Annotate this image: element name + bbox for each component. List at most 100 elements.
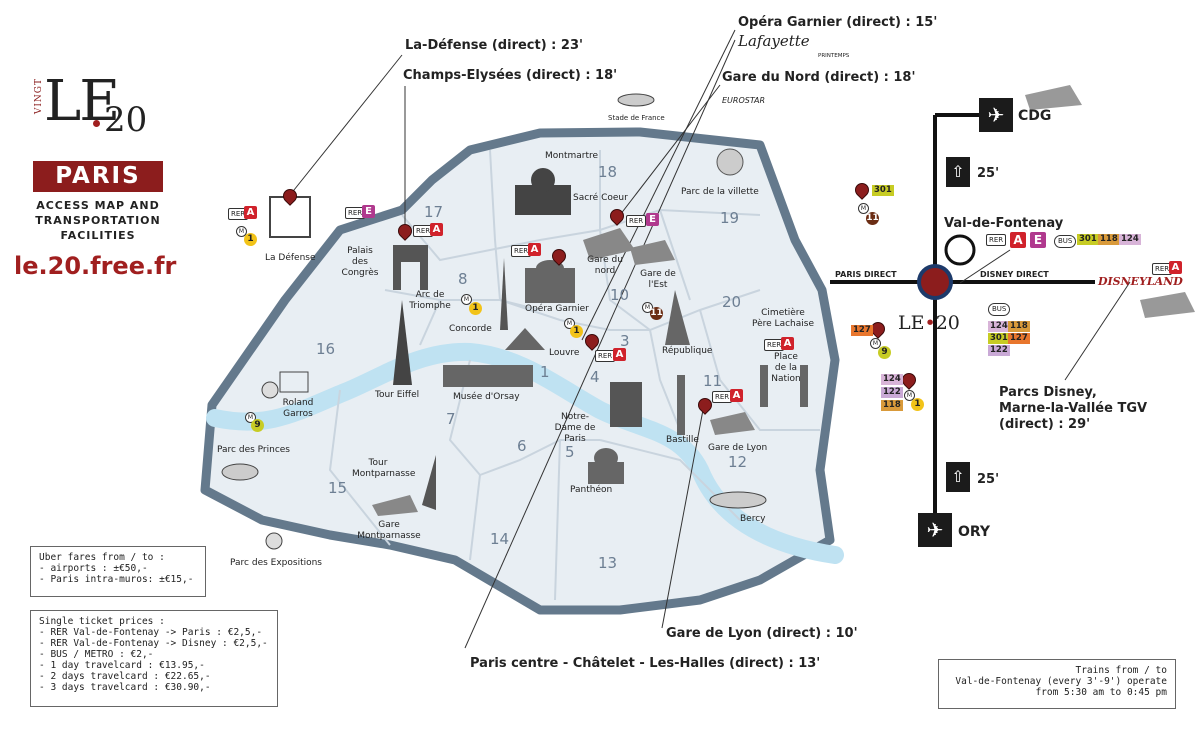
- time-bottom: 25': [977, 472, 1000, 487]
- arrondissement-12: 12: [728, 453, 748, 471]
- bus-124-vdf: 124: [988, 321, 1010, 332]
- rer-label-nord: RER: [626, 215, 647, 227]
- metro-icon-north: M: [858, 203, 869, 214]
- bus-127-vdf: 127: [1008, 333, 1030, 344]
- le20-marker-le: LE: [898, 312, 925, 334]
- rer-a-vdf: A: [1010, 232, 1026, 248]
- metro-9-roland: 9: [251, 419, 264, 432]
- ticket-line: - 2 days travelcard : €22.65,-: [39, 671, 211, 682]
- label-ory: ORY: [958, 524, 991, 540]
- label-val-de-fontenay: Val-de-Fontenay: [944, 216, 1064, 231]
- callout-champs-elysees: Champs-Elysées (direct) : 18': [403, 68, 618, 83]
- bus-icon-vdf: BUS: [988, 303, 1011, 316]
- bus-118-south: 118: [881, 400, 903, 411]
- arrondissement-19: 19: [720, 209, 740, 227]
- label-tour-eiffel: Tour Eiffel: [375, 390, 420, 400]
- bus-118-vdf: 118: [1008, 321, 1030, 332]
- label-roland-garros: Roland Garros: [282, 398, 314, 419]
- arrondissement-4: 4: [590, 368, 600, 386]
- metro-icon-roland: M: [245, 412, 256, 423]
- brand-vertical-text: VINGT: [34, 78, 44, 115]
- motorway-icon-top: ⇧: [946, 157, 970, 187]
- metro-9-west: 9: [878, 346, 891, 359]
- bus-122-vdf: 122: [988, 345, 1010, 356]
- rer-e-palais: E: [362, 205, 375, 218]
- website-link[interactable]: le.20.free.fr: [14, 252, 177, 280]
- label-bercy: Bercy: [740, 514, 766, 524]
- arrondissement-13: 13: [598, 554, 618, 572]
- uber-title: Uber fares from / to :: [39, 552, 165, 563]
- arrondissement-14: 14: [490, 530, 510, 548]
- label-sacre-coeur: Sacré Coeur: [573, 193, 628, 203]
- label-louvre: Louvre: [549, 348, 580, 358]
- label-bastille: Bastille: [666, 435, 699, 445]
- trains-line-2: Val-de-Fontenay (every 3'-9') operate: [955, 676, 1167, 687]
- label-parc-villette: Parc de la villette: [681, 187, 759, 197]
- airplane-icon-cdg: ✈: [979, 98, 1013, 132]
- eurostar-logo: EUROSTAR: [722, 96, 766, 105]
- bus-301-north: 301: [872, 185, 894, 196]
- airplane-icon-ory: ✈: [918, 513, 952, 547]
- metro-icon-louvre: M: [564, 318, 575, 329]
- label-montmartre: Montmartre: [545, 151, 599, 161]
- disneyland-logo: DISNEYLAND: [1098, 275, 1183, 288]
- label-disney-direct: DISNEY DIRECT: [980, 270, 1049, 279]
- label-gare-lyon: Gare de Lyon: [708, 443, 768, 453]
- callout-gare-de-lyon: Gare de Lyon (direct) : 10': [666, 626, 858, 641]
- metro-1-concorde: 1: [469, 302, 482, 315]
- arrondissement-15: 15: [328, 479, 348, 497]
- label-concorde: Concorde: [449, 324, 492, 334]
- metro-icon-south: M: [904, 390, 915, 401]
- label-musee-orsay: Musée d'Orsay: [453, 392, 520, 402]
- callout-disney-line2: Marne-la-Vallée TGV: [999, 401, 1148, 416]
- metro-1-south: 1: [911, 398, 924, 411]
- label-pantheon: Panthéon: [570, 485, 613, 495]
- subtitle-line-1: ACCESS MAP AND: [36, 199, 160, 212]
- metro-icon-la-defense: M: [236, 226, 247, 237]
- label-palais-congres: Palais des Congrès: [341, 246, 379, 278]
- rer-a-nation: A: [781, 337, 794, 350]
- brand-number: 20: [104, 100, 148, 140]
- metro-11-north: 11: [866, 212, 879, 225]
- arrondissement-18: 18: [598, 163, 618, 181]
- callout-gare-du-nord: Gare du Nord (direct) : 18': [722, 70, 916, 85]
- label-paris-direct: PARIS DIRECT: [835, 270, 897, 279]
- rer-a-la-defense: A: [244, 206, 257, 219]
- arrondissement-3: 3: [620, 332, 630, 350]
- le20-marker-num: 20: [935, 312, 960, 334]
- subtitle-line-2: TRANSPORTATION: [35, 214, 161, 227]
- ticket-line: - RER Val-de-Fontenay -> Disney : €2,5,-: [39, 638, 268, 649]
- arrondissement-8: 8: [458, 270, 468, 288]
- landmark-drawings: [221, 85, 1195, 550]
- callout-disney-line3: (direct) : 29': [999, 417, 1091, 432]
- label-gare-est: Gare de l'Est: [640, 269, 676, 290]
- rer-a-chatelet: A: [613, 348, 626, 361]
- trains-line-1: Trains from / to: [1075, 665, 1167, 676]
- label-place-nation: Place de la Nation: [771, 352, 801, 384]
- ticket-prices-box: Single ticket prices : - RER Val-de-Font…: [30, 610, 278, 707]
- label-opera-garnier: Opéra Garnier: [525, 304, 589, 314]
- bus-124-south: 124: [881, 374, 903, 385]
- arrondissement-7: 7: [446, 410, 456, 428]
- label-parc-expositions: Parc des Expositions: [230, 558, 322, 568]
- label-stade-de-france: Stade de France: [608, 114, 665, 122]
- bus-118-vdf-top: 118: [1098, 234, 1120, 245]
- uber-line-2: - Paris intra-muros: ±€15,-: [39, 574, 194, 585]
- rer-label-vdf: RER: [986, 234, 1007, 246]
- ticket-line: - RER Val-de-Fontenay -> Paris : €2,5,-: [39, 627, 263, 638]
- ticket-line: - BUS / METRO : €2,-: [39, 649, 154, 660]
- arrondissement-16: 16: [316, 340, 336, 358]
- map-subtitle: ACCESS MAP AND TRANSPORTATION FACILITIES: [28, 198, 168, 243]
- uber-line-1: - airports : ±€50,-: [39, 563, 148, 574]
- printemps-logo: PRINTEMPS: [818, 53, 850, 59]
- callout-disney: Parcs Disney, Marne-la-Vallée TGV (direc…: [999, 385, 1147, 433]
- le20-marker-dot: •: [924, 312, 936, 334]
- callout-lines: [289, 29, 1131, 649]
- tickets-title: Single ticket prices :: [39, 616, 165, 627]
- arrondissement-1: 1: [540, 363, 550, 381]
- label-la-defense: La Défense: [265, 253, 316, 263]
- label-parc-princes: Parc des Princes: [217, 445, 290, 455]
- brand-le: LE: [44, 69, 120, 134]
- callout-opera: Opéra Garnier (direct) : 15': [738, 15, 938, 30]
- train-schedule-box: Trains from / to Val-de-Fontenay (every …: [938, 659, 1176, 709]
